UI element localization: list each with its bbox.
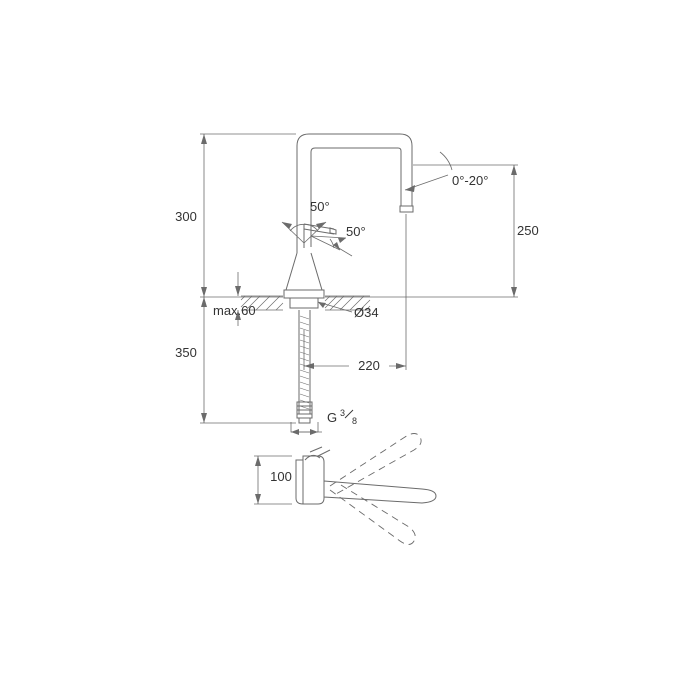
plan-body: [302, 455, 325, 505]
spout-outlet: [400, 199, 413, 207]
label-250: 250: [517, 223, 539, 238]
label-thread-denominator: 8: [352, 416, 357, 426]
thread-tail: [298, 418, 311, 424]
label-hole-diameter: Ø34: [354, 305, 379, 320]
label-100: 100: [270, 469, 292, 484]
plan-handle-neck: [309, 446, 323, 453]
connector-ribs: [297, 405, 312, 415]
label-max-60: max.60: [213, 303, 256, 318]
aerator-block: [399, 205, 414, 213]
escutcheon-plate: [283, 289, 325, 299]
label-300: 300: [175, 209, 197, 224]
label-350: 350: [175, 345, 197, 360]
countertop-hatching: [240, 295, 371, 311]
angle-50-right: [310, 235, 353, 257]
plan-handle-hump: [304, 454, 321, 461]
plan-body-left: [295, 459, 304, 505]
body-left-flank: [285, 252, 298, 291]
body-right-flank: [310, 252, 323, 291]
arrowheads: [201, 134, 517, 504]
base-collar: [289, 297, 319, 309]
plan-handle-neck2: [317, 449, 331, 457]
dimension-lines-left: [200, 133, 296, 424]
label-angle-50-left: 50°: [310, 199, 330, 214]
thread-fraction-slash: [344, 409, 354, 419]
shank-thread-hatch: [299, 315, 310, 410]
label-spout-tilt: 0°-20°: [452, 173, 488, 188]
escutcheon-skirt: [289, 298, 319, 308]
arrow-head-spout-angle: [405, 185, 415, 192]
plan-lever-right: [323, 480, 437, 504]
label-thread-g: G: [327, 410, 337, 425]
spout-outer-outline: [296, 133, 413, 253]
label-angle-50-right: 50°: [346, 224, 366, 239]
shank-body: [298, 310, 311, 414]
handle-tip: [329, 227, 337, 235]
label-220: 220: [358, 358, 380, 373]
dimension-lines-right: [325, 164, 518, 298]
spout-inner-outline: [310, 147, 402, 247]
plan-lever-dashed: [329, 433, 422, 545]
handle-lever-lower: [303, 228, 335, 235]
label-thread-numerator: 3: [340, 408, 345, 418]
